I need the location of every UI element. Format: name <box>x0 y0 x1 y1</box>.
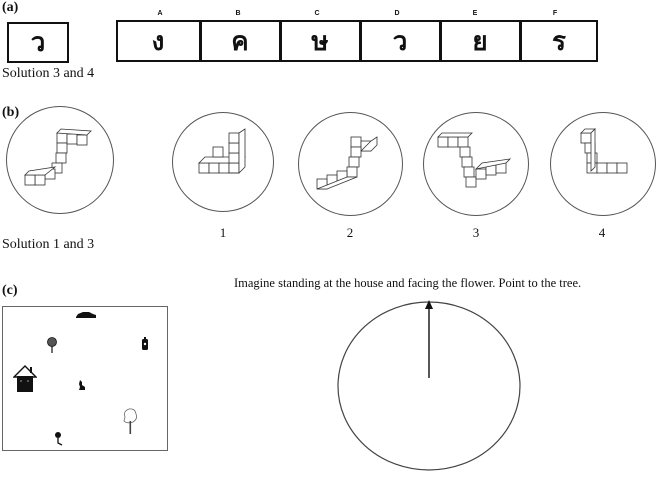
traffic-light-icon <box>142 337 148 350</box>
arrow-up-icon <box>425 300 433 309</box>
option-glyph-b: ค <box>231 26 249 57</box>
option-figure-4-circle[interactable] <box>550 112 656 216</box>
option-letter-a: A <box>157 10 163 17</box>
house-icon <box>13 365 37 392</box>
option-number-3: 3 <box>472 225 480 240</box>
spatial-map <box>2 306 168 451</box>
option-letter-d: D <box>394 10 400 17</box>
option-glyph-d: ว <box>392 26 408 57</box>
solution-b: Solution 1 and 3 <box>2 237 95 252</box>
option-figure-3-circle[interactable] <box>423 112 529 216</box>
panel-a-label: (a) <box>2 0 19 15</box>
option-number-1: 1 <box>219 225 227 240</box>
target-glyph: ว <box>30 28 46 58</box>
option-letter-c: C <box>314 10 320 17</box>
option-number-4: 4 <box>598 225 606 240</box>
divider <box>439 22 442 60</box>
panel-b-label: (b) <box>2 105 20 120</box>
cube-figure-target-icon <box>24 128 92 186</box>
option-glyph-e: ย <box>472 26 488 57</box>
option-letter-f: F <box>552 10 558 17</box>
option-number-2: 2 <box>346 225 354 240</box>
divider <box>519 22 522 60</box>
divider <box>279 22 282 60</box>
cat-icon <box>79 380 85 390</box>
target-glyph-box: ว <box>7 22 69 63</box>
car-icon <box>76 312 96 318</box>
cube-figure-3-icon <box>437 132 512 188</box>
pointing-circle[interactable] <box>330 296 530 478</box>
divider <box>199 22 202 60</box>
cube-figure-1-icon <box>198 128 246 174</box>
option-glyph-strip: ง ค ษ ว ย ร <box>116 20 598 62</box>
option-glyph-a: ง <box>151 26 165 57</box>
option-glyph-f: ร <box>552 26 566 57</box>
solution-a: Solution 3 and 4 <box>2 66 95 81</box>
option-figure-1-circle[interactable] <box>172 112 274 212</box>
cube-figure-4-icon <box>580 128 628 174</box>
panel-c-label: (c) <box>2 283 18 298</box>
option-letter-b: B <box>235 10 241 17</box>
option-letter-e: E <box>472 10 478 17</box>
cube-figure-2-icon <box>316 136 378 190</box>
target-figure-circle <box>6 106 114 214</box>
stop-sign-icon <box>47 337 57 353</box>
divider <box>359 22 362 60</box>
flower-icon <box>55 432 63 446</box>
tree-icon <box>123 408 137 434</box>
task-prompt: Imagine standing at the house and facing… <box>234 276 582 290</box>
option-glyph-c: ษ <box>311 26 329 57</box>
option-figure-2-circle[interactable] <box>298 112 403 216</box>
